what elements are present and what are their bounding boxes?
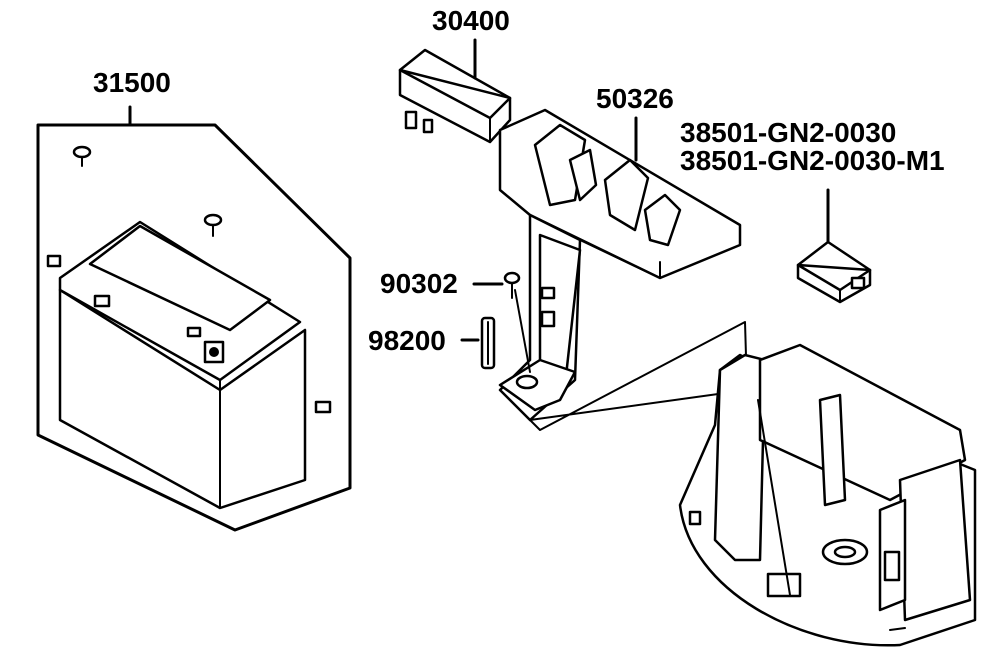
label-38501-GN2-0030: 38501-GN2-0030 xyxy=(680,117,896,148)
battery-tray xyxy=(678,343,977,647)
fuse: 98200 xyxy=(368,316,496,370)
terminal-nut-icon xyxy=(314,400,332,414)
label-90302: 90302 xyxy=(380,268,458,299)
bracket-panel-edge xyxy=(529,321,748,431)
relay-bracket: 50326 xyxy=(498,83,742,422)
terminal-negative-icon xyxy=(93,294,111,308)
label-98200: 98200 xyxy=(368,325,446,356)
label-31500: 31500 xyxy=(93,67,171,98)
battery-group: 31500 xyxy=(36,67,352,532)
label-30400: 30400 xyxy=(432,5,510,36)
label-38501-GN2-0030-M1: 38501-GN2-0030-M1 xyxy=(680,145,945,176)
bolt: 90302 xyxy=(380,268,531,373)
battery-group-outline xyxy=(36,123,352,532)
battery xyxy=(58,220,307,510)
terminal-screw-icon xyxy=(203,213,223,237)
terminal-nut-icon xyxy=(46,254,62,268)
relay: 38501-GN2-0030 38501-GN2-0030-M1 xyxy=(680,117,945,304)
fuse-box: 30400 xyxy=(398,5,512,144)
terminal-screw-icon xyxy=(72,145,92,167)
label-50326: 50326 xyxy=(596,83,674,114)
